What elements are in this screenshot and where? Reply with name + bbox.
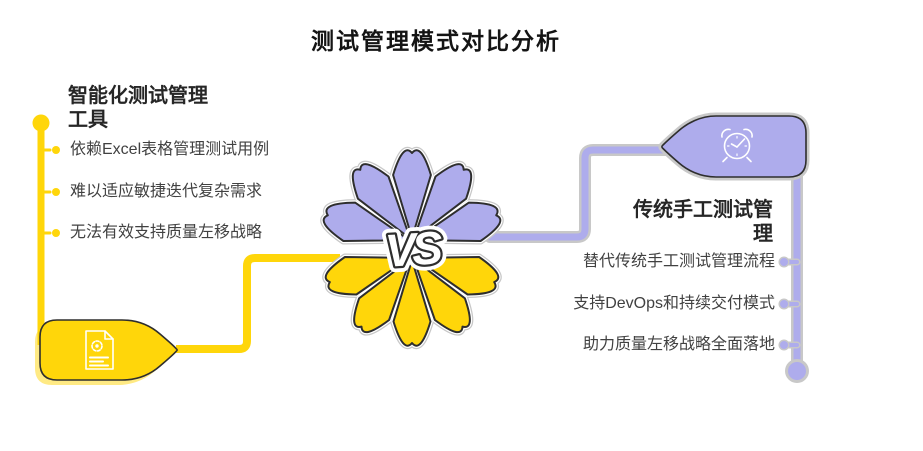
left-heading-line2: 工具: [68, 109, 108, 131]
right-list-item: 支持DevOps和持续交付模式: [573, 295, 775, 312]
bottom-fan-petal-4: [412, 258, 471, 334]
bullet-dot: [780, 341, 788, 349]
top-fan-petal-5: [413, 201, 502, 242]
left-list-item: 依赖Excel表格管理测试用例: [70, 141, 270, 158]
left-badge-shape: [39, 319, 178, 381]
bottom-fan-petal-2: [353, 258, 412, 334]
left-badge: [35, 319, 178, 385]
document-gear-icon: [85, 330, 114, 370]
left-connector-line: [176, 254, 340, 353]
top-fan-petal-2: [351, 163, 412, 240]
right-timeline: [778, 168, 809, 383]
vs-label: VS VS: [377, 215, 450, 283]
left-list-item: 难以适应敏捷迭代复杂需求: [70, 183, 263, 200]
left-item-bullets: [39, 146, 60, 237]
right-badge-shape: [661, 115, 807, 178]
right-panel-heading: 传统手工测试管 理: [563, 198, 773, 246]
left-trunk-start-dot: [32, 114, 50, 132]
right-list-item: 替代传统手工测试管理流程: [582, 253, 775, 270]
bullet-dot: [52, 229, 60, 237]
right-badge: [658, 112, 810, 181]
right-item-bullets: [778, 256, 801, 351]
right-trunk-end-dot: [788, 362, 806, 380]
right-list-item: 助力质量左移战略全面落地: [582, 336, 775, 353]
bottom-fan-petal-3: [392, 259, 432, 347]
left-panel-heading: 智能化测试管理 工具: [68, 84, 238, 132]
top-fan-petal-4: [412, 163, 473, 240]
bullet-dot: [52, 188, 60, 196]
bottom-fan-petal-1: [324, 256, 411, 296]
right-heading-line2: 理: [753, 223, 773, 245]
svg-text:VS: VS: [383, 221, 444, 277]
left-timeline: [32, 114, 60, 345]
bullet-dot: [780, 258, 788, 266]
bottom-fan-petal-5: [413, 256, 500, 296]
bullet-dot: [780, 300, 788, 308]
bullet-dot: [52, 146, 60, 154]
right-heading-line1: 传统手工测试管: [633, 199, 773, 221]
vs-flower: [320, 146, 504, 350]
left-heading-line1: 智能化测试管理: [68, 85, 208, 107]
alarm-clock-icon: [721, 128, 753, 163]
top-fan-petal-3: [392, 149, 432, 239]
right-connector-line: [484, 144, 674, 243]
page-title: 测试管理模式对比分析: [311, 28, 561, 54]
top-fan-petal-1: [322, 201, 411, 242]
left-list-item: 无法有效支持质量左移战略: [70, 224, 263, 241]
